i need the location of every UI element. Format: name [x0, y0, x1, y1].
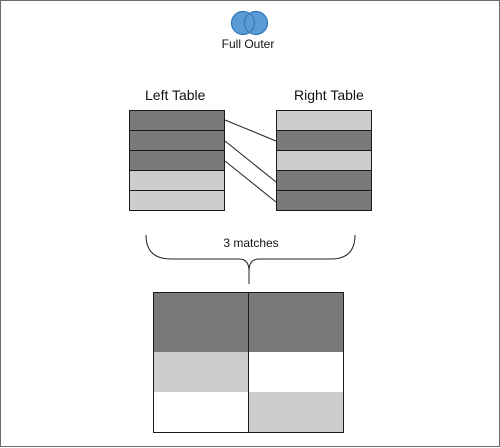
join-type-title: Full Outer	[221, 37, 275, 51]
match-line-2	[224, 140, 277, 183]
result-left-cell-3	[153, 332, 249, 353]
result-right-cell-1	[249, 292, 344, 313]
result-left-cell-6	[153, 392, 249, 413]
result-row-7	[153, 412, 344, 433]
result-right-cell-7	[249, 412, 344, 433]
right-table-label: Right Table	[294, 87, 364, 103]
left-table-row-3	[129, 150, 225, 171]
left-table-row-4	[129, 170, 225, 191]
result-row-1	[153, 292, 344, 313]
result-table	[153, 292, 344, 433]
right-table-row-3	[276, 150, 372, 171]
left-table-row-2	[129, 130, 225, 151]
left-table-row-5	[129, 190, 225, 211]
right-table-row-2	[276, 130, 372, 151]
left-table-label: Left Table	[145, 87, 206, 103]
result-left-cell-7	[153, 412, 249, 433]
result-row-4	[153, 352, 344, 373]
left-table-row-1	[129, 110, 225, 131]
result-left-cell-2	[153, 312, 249, 333]
right-table-row-5	[276, 190, 372, 211]
matches-count-label: 3 matches	[223, 236, 279, 250]
full-outer-venn-icon	[230, 10, 269, 36]
result-left-cell-5	[153, 372, 249, 393]
right-table-row-4	[276, 170, 372, 191]
result-right-cell-3	[249, 332, 344, 353]
result-right-cell-6	[249, 392, 344, 413]
result-right-cell-2	[249, 312, 344, 333]
right-table-row-1	[276, 110, 372, 131]
match-line-3	[224, 160, 277, 203]
result-right-cell-5	[249, 372, 344, 393]
match-line-1	[224, 119, 277, 142]
result-row-6	[153, 392, 344, 413]
result-row-5	[153, 372, 344, 393]
result-row-3	[153, 332, 344, 353]
result-row-2	[153, 312, 344, 333]
result-right-cell-4	[249, 352, 344, 373]
result-left-cell-1	[153, 292, 249, 313]
right-table	[276, 110, 372, 211]
left-table	[129, 110, 225, 211]
result-left-cell-4	[153, 352, 249, 373]
venn-overlap	[243, 12, 256, 34]
